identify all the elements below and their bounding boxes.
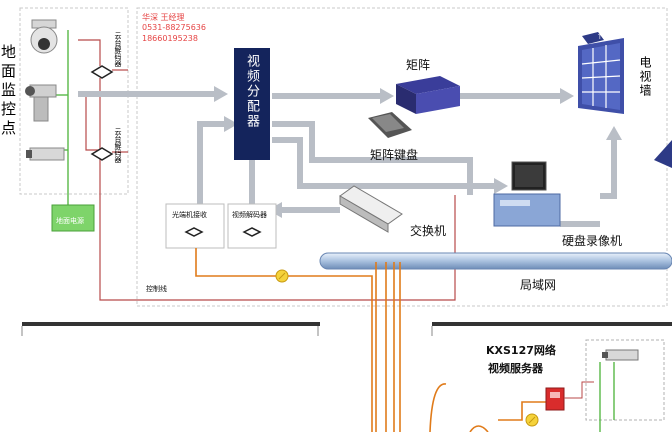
partial-device-icon (654, 140, 672, 168)
contact-name: 华深 王经理 (142, 13, 185, 22)
matrix-keyboard-icon (368, 112, 412, 138)
fiber-lines (195, 248, 548, 432)
video-decoder-icon (242, 227, 262, 237)
lan-label: 局域网 (520, 278, 557, 292)
matrix-device-icon (396, 76, 460, 114)
ground-points-label: 地面监控点 (0, 44, 17, 139)
video-distributor-label: 视频分配器 (244, 54, 259, 129)
tv-badge: TV (598, 34, 606, 41)
video-signal-arrows (78, 91, 617, 227)
tv-wall-label: 电视墙 (638, 56, 652, 98)
underground-camera-icon (602, 349, 639, 361)
tunnel-boundaries (21, 322, 672, 336)
matrix-keyboard-label: 矩阵键盘 (370, 148, 419, 162)
power-supply-label: 地面电源 (56, 217, 84, 225)
pan-tilt-decoder-icon-1 (90, 65, 114, 79)
control-line-label: 控制线 (146, 285, 167, 293)
power-supply-box (51, 204, 95, 232)
network-server-title: KXS127网络 (486, 344, 556, 357)
video-decoder-label: 视频解码器 (232, 211, 267, 219)
matrix-label: 矩阵 (406, 58, 431, 72)
dvr-device-icon (493, 161, 561, 227)
pan-tilt-decoder-icon-2 (90, 147, 114, 161)
control-room-region (136, 7, 668, 307)
contact-phone-1: 0531-88275636 (142, 23, 206, 32)
pan-tilt-decoder-label-2: 云台解码器 (114, 128, 122, 163)
switch-label: 交换机 (410, 224, 447, 238)
pan-tilt-decoder-label-1: 云台解码器 (114, 32, 122, 67)
underground-power-wire (599, 362, 615, 432)
video-distributor-box (234, 48, 270, 160)
switch-device-icon (339, 185, 403, 233)
tv-wall-icon (578, 32, 624, 114)
video-decoder-box (227, 203, 277, 249)
underground-camera-region (585, 339, 665, 421)
dome-camera-icon (30, 19, 58, 54)
fiber-connector-icons (275, 269, 539, 427)
network-video-server-icon (545, 381, 594, 411)
power-wires (52, 30, 69, 205)
ground-point-region (19, 7, 129, 195)
ptz-camera-icon (25, 84, 57, 122)
lan-bus (319, 252, 672, 270)
contact-phone-2: 18660195238 (142, 34, 198, 43)
network-server-subtitle: 视频服务器 (488, 362, 543, 375)
optical-receiver-icon (184, 227, 204, 237)
bullet-camera-icon (26, 147, 65, 161)
dvr-label: 硬盘录像机 (562, 234, 623, 248)
optical-receiver-label: 光端机接收 (172, 211, 207, 219)
optical-receiver-box (165, 203, 225, 249)
